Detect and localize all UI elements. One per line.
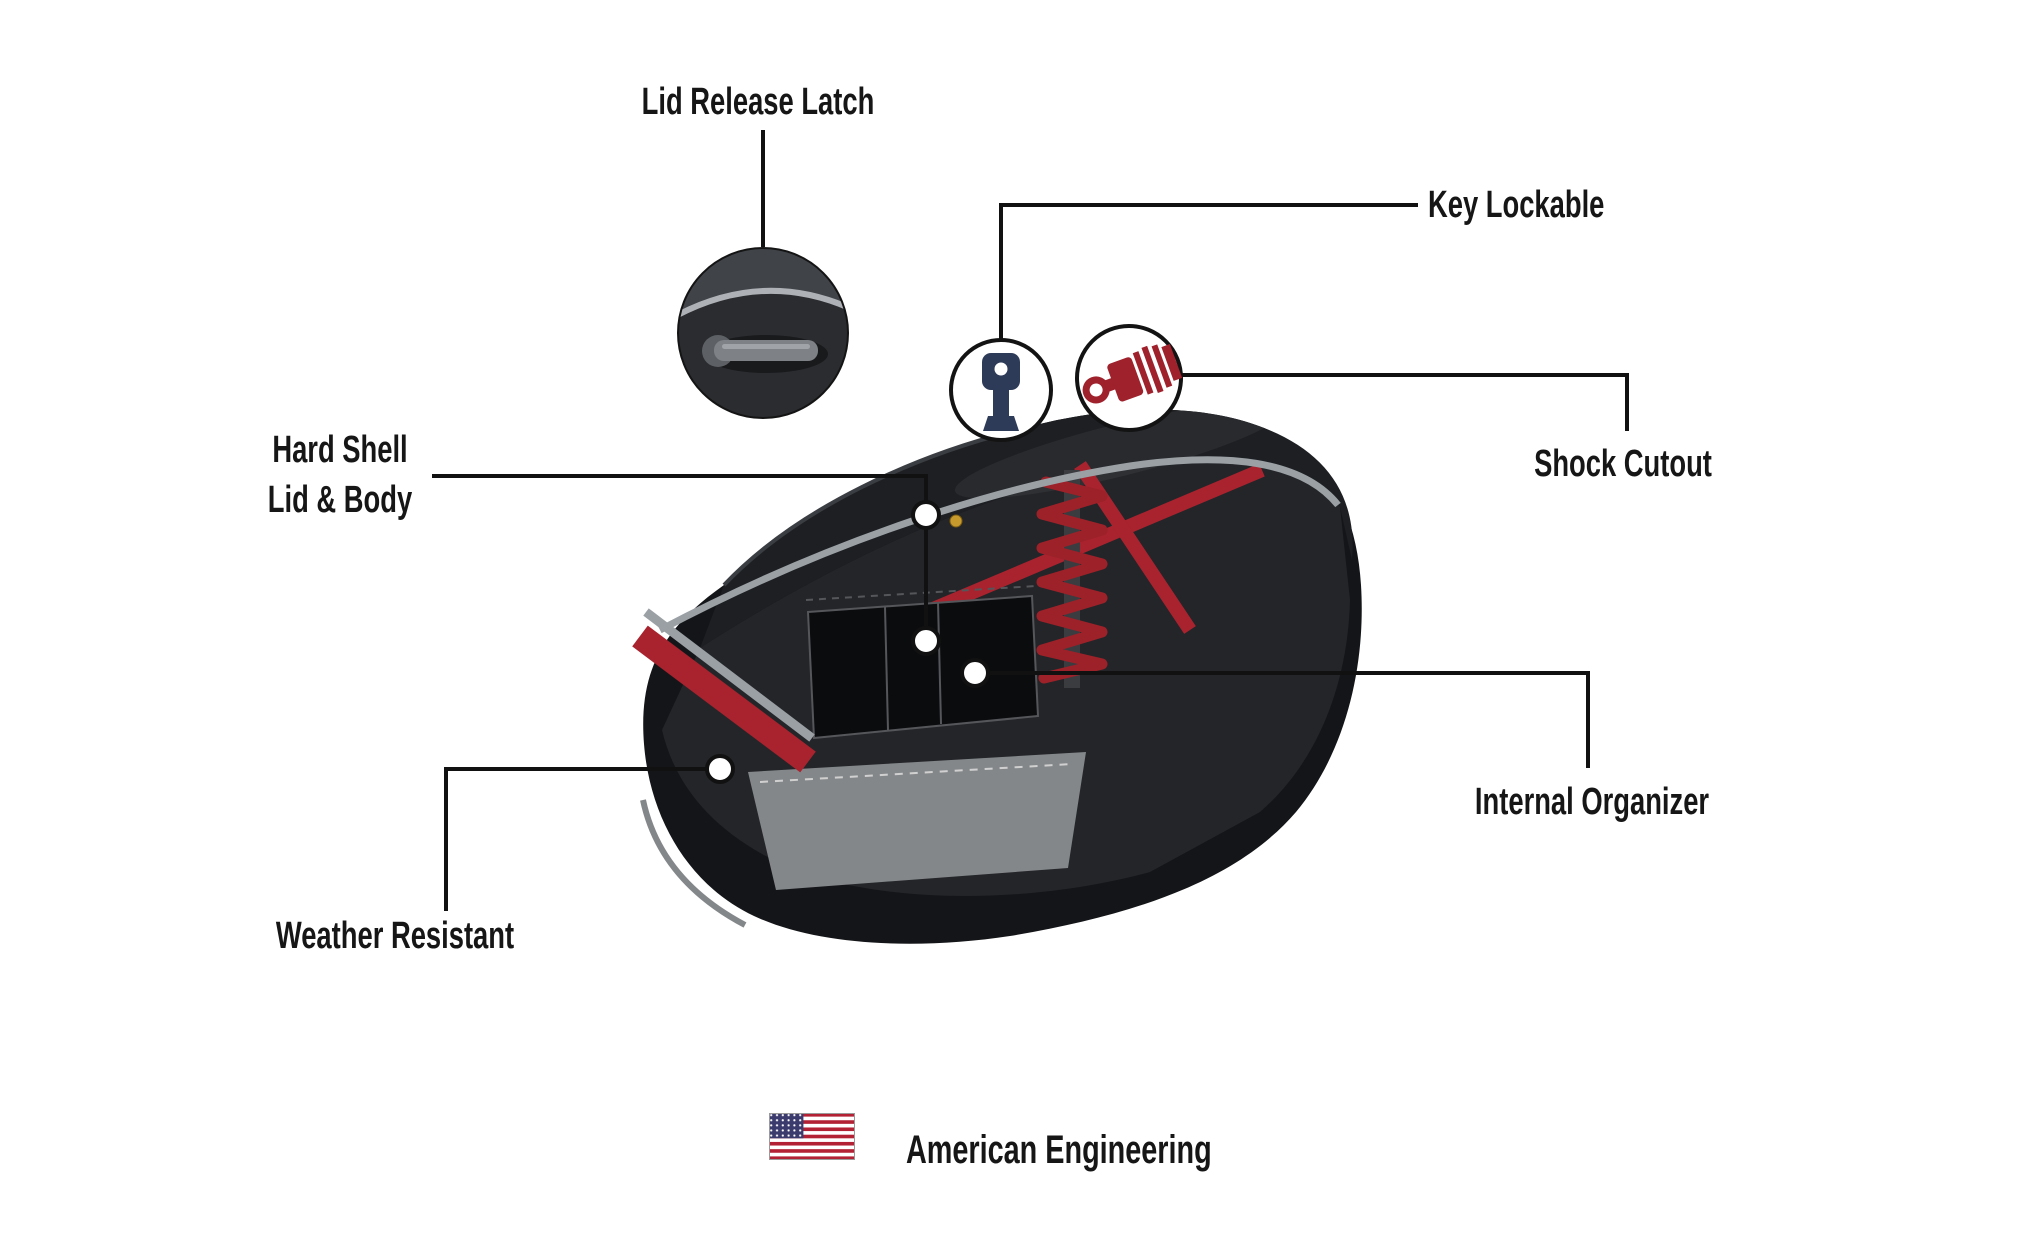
lid-release-latch-detail-icon: [677, 247, 849, 419]
internal-organizer-pockets: [805, 585, 1040, 740]
shock-spring-coil: [1036, 476, 1108, 684]
organizer-divider: [884, 606, 889, 731]
shock-coil: [1132, 351, 1154, 395]
marker-internal-organizer: [960, 658, 990, 688]
key-bit: [983, 416, 1019, 431]
gold-rivet: [949, 514, 963, 528]
callout-label-weather-resistant: Weather Resistant: [275, 915, 515, 957]
marker-hard-shell-lid: [911, 500, 941, 530]
callout-markers: [705, 500, 990, 784]
us-flag-icon: [769, 1113, 855, 1160]
lid-sheen-highlight: [954, 401, 1286, 499]
leader-internal-organizer: [975, 671, 1590, 768]
leader-shock-cutout: [1181, 373, 1629, 431]
shock-through-cutout: [897, 461, 1265, 688]
leader-key-lockable: [999, 203, 1418, 342]
latch-lid-edge-highlight: [678, 287, 848, 321]
organizer-divider: [937, 601, 942, 725]
key-shaft: [993, 388, 1009, 418]
key-head-hole: [994, 362, 1008, 376]
callout-label-internal-organizer: Internal Organizer: [1474, 781, 1710, 823]
callout-label-hard-shell: Hard Shell Lid & Body: [267, 429, 413, 521]
shock-coil: [1151, 344, 1173, 388]
shock-body: [1107, 357, 1144, 402]
latch-lever: [714, 340, 818, 361]
saddlebag: [632, 401, 1362, 944]
bottom-left-piping: [640, 799, 747, 928]
shock-absorber-icon: [1075, 324, 1183, 432]
bag-top-edge-rim: [722, 430, 1011, 587]
marker-hard-shell-body: [911, 626, 941, 656]
organizer-panel: [806, 594, 1040, 740]
callout-label-shock-cutout: Shock Cutout: [1534, 443, 1712, 485]
marker-weather-resistant: [705, 754, 735, 784]
key-icon: [949, 338, 1053, 442]
bag-lid: [700, 409, 1353, 648]
lid-seam-piping: [658, 456, 1341, 634]
footer-tagline: American Engineering: [906, 1128, 1212, 1172]
leader-lines: [432, 130, 1629, 911]
left-piping-stripe: [643, 608, 815, 742]
callout-label-key-lockable: Key Lockable: [1428, 184, 1605, 226]
frame-bar-long: [897, 463, 1265, 630]
latch-lever-highlight: [722, 344, 810, 349]
red-accent-stripe: [632, 625, 816, 773]
leader-weather-resistant: [444, 767, 720, 911]
interior-floor: [748, 752, 1086, 890]
floor-stitch-line: [759, 763, 1073, 783]
callout-label-lid-release-latch: Lid Release Latch: [641, 81, 875, 123]
shock-coil: [1141, 345, 1164, 394]
shock-end-cap: [1161, 343, 1183, 381]
latch-detail-ring: [677, 247, 849, 419]
leader-hard-shell: [432, 474, 928, 641]
